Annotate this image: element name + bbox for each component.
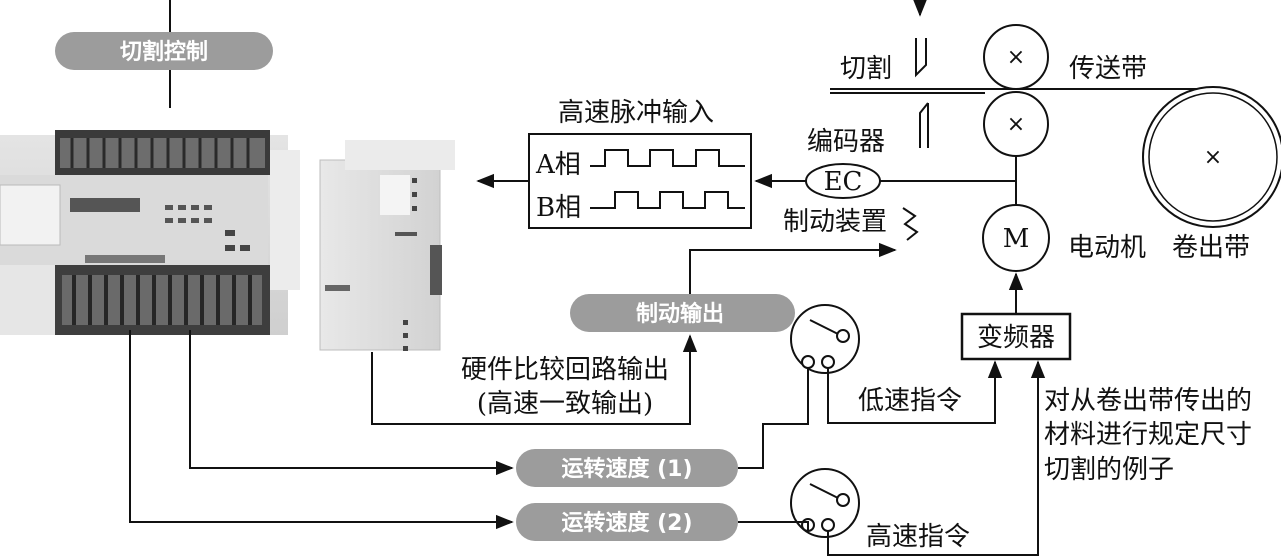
caption: 对从卷出带传出的 材料进行规定尺寸 切割的例子 [1044, 386, 1252, 485]
upper-blade [915, 38, 927, 78]
brake-output-arrow [689, 242, 897, 294]
svg-text:×: × [1007, 112, 1025, 137]
brake-output-pill: 制动输出 [570, 294, 795, 332]
svg-text:运转速度 (2): 运转速度 (2) [561, 510, 692, 536]
encoder-label: 编码器 [807, 127, 885, 157]
run-speed-1-pill: 运转速度 (1) [516, 449, 738, 487]
hs-pulse-input-label: 高速脉冲输入 [558, 98, 714, 128]
high-speed-cmd-arrow [827, 360, 1046, 556]
phase-a-label: A相 [535, 150, 581, 180]
bottom-terminal-screws [72, 275, 252, 325]
high-speed-cmd-label: 高速指令 [866, 522, 970, 552]
hw-compare-output-arrow [371, 334, 698, 425]
low-speed-selector-switch [790, 304, 860, 374]
lower-roller: × [983, 91, 1049, 157]
caption-line3: 切割的例子 [1044, 455, 1174, 485]
phase-b-label: B相 [536, 193, 581, 223]
phase-b-waveform [590, 191, 745, 209]
inverter-box [960, 312, 1072, 361]
phase-a-waveform [590, 149, 745, 167]
unwind-reel: × [1142, 86, 1281, 228]
high-speed-selector-switch [790, 468, 860, 538]
inverter-label: 变频器 [977, 323, 1055, 353]
module-leds [395, 178, 417, 351]
unwind-belt-label: 卷出带 [1172, 233, 1250, 263]
brake-device-label: 制动装置 [783, 207, 887, 237]
motor-label: 电动机 [1068, 233, 1146, 263]
brand-plate [70, 198, 140, 212]
svg-text:×: × [1204, 145, 1222, 170]
upper-roller: × [983, 24, 1049, 90]
svg-text:运转速度 (1): 运转速度 (1) [561, 456, 692, 482]
conveyor-label: 传送带 [1069, 54, 1147, 84]
svg-text:制动输出: 制动输出 [636, 301, 724, 327]
run-speed-2-to-switch [738, 521, 809, 531]
status-leds [165, 205, 250, 251]
lower-blade [919, 102, 929, 148]
cut-control-pill: 切割控制 [55, 32, 273, 70]
plc-main-unit [0, 130, 300, 335]
plc-to-run-speed-1 [189, 330, 514, 476]
svg-text:切割控制: 切割控制 [120, 39, 208, 65]
cut-label: 切割 [840, 54, 892, 84]
caption-line1: 对从卷出带传出的 [1044, 386, 1252, 416]
plc-to-run-speed-2 [129, 330, 514, 530]
high-speed-counter-module [319, 140, 455, 351]
svg-text:×: × [1007, 45, 1025, 70]
hw-compare-label-line2: (高速一致输出) [477, 389, 653, 419]
motor-abbr: M [1003, 224, 1030, 254]
motor-symbol [982, 204, 1050, 272]
brake-device-symbol [902, 207, 919, 241]
low-speed-cmd-arrow [827, 360, 1003, 424]
hw-compare-label-line1: 硬件比较回路输出 [461, 355, 669, 385]
run-speed-2-pill: 运转速度 (2) [516, 503, 738, 541]
run-speed-1-to-switch [738, 368, 809, 469]
encoder-abbr: EC [824, 167, 863, 197]
top-terminal-screws [60, 138, 265, 168]
caption-line2: 材料进行规定尺寸 [1044, 420, 1252, 450]
low-speed-cmd-label: 低速指令 [858, 386, 962, 416]
